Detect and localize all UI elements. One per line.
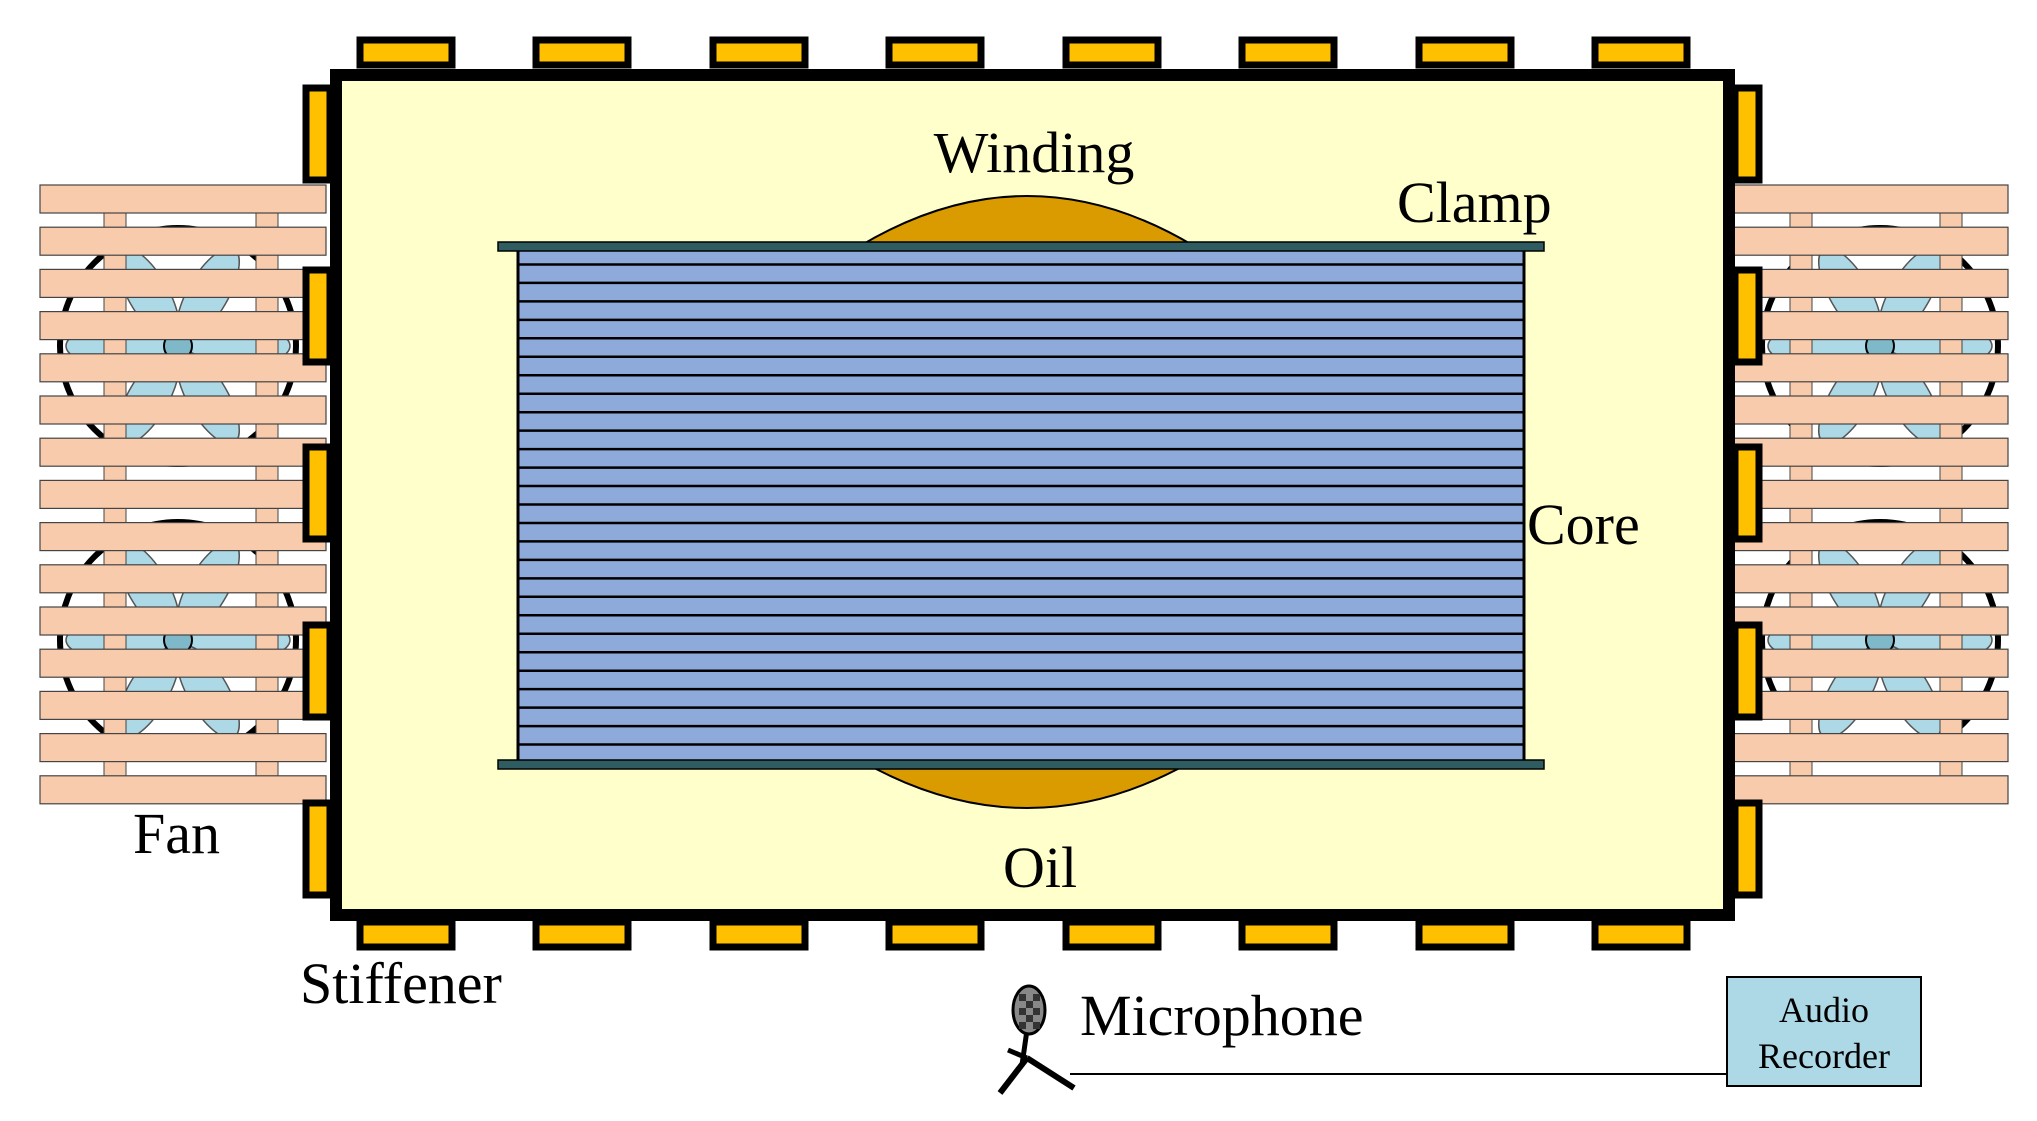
left-radiator xyxy=(39,184,327,805)
audio-recorder-label-line1: Audio xyxy=(1779,990,1869,1030)
radiator-fin xyxy=(39,564,327,594)
radiator-fin xyxy=(1726,226,2009,256)
stiffener-bottom xyxy=(1591,918,1691,951)
oil-label: Oil xyxy=(1003,835,1077,900)
winding-bottom xyxy=(861,762,1193,809)
radiator-fin xyxy=(1726,311,2009,341)
right-radiator xyxy=(1726,184,2009,805)
radiator-fin xyxy=(1726,732,2009,763)
core-label: Core xyxy=(1527,492,1640,557)
stiffener-top xyxy=(885,36,985,69)
stiffener-right xyxy=(1731,266,1763,366)
radiator-fin xyxy=(1726,395,2009,425)
stiffener-top xyxy=(1415,36,1515,69)
tank-stiffeners xyxy=(302,36,1763,951)
radiator-fin xyxy=(39,184,327,214)
stiffener-bottom xyxy=(709,918,809,951)
stiffener-right xyxy=(1731,799,1763,899)
radiator-fin xyxy=(39,395,327,425)
stiffener-left xyxy=(302,266,334,366)
stiffener-bottom xyxy=(532,918,632,951)
radiator-fin xyxy=(39,311,327,341)
winding-label: Winding xyxy=(934,120,1135,185)
audio-recorder: Audio Recorder xyxy=(1726,976,1922,1087)
stiffener-bottom xyxy=(885,918,985,951)
stiffener-top xyxy=(1062,36,1162,69)
stiffener-right xyxy=(1731,621,1763,721)
core-laminations xyxy=(518,263,1524,746)
radiator-fin xyxy=(39,353,327,383)
radiator-fin xyxy=(1726,353,2009,383)
radiator-fin xyxy=(1726,564,2009,594)
radiator-fin xyxy=(39,732,327,763)
radiator-fin xyxy=(39,521,327,552)
left-fan-assembly xyxy=(39,184,327,805)
radiator-fin xyxy=(1726,648,2009,678)
stiffener-bottom xyxy=(1415,918,1515,951)
stiffener-bottom xyxy=(356,918,456,951)
radiator-fin xyxy=(39,648,327,678)
stiffener-right xyxy=(1731,84,1763,184)
microphone-icon xyxy=(997,984,1076,1095)
audio-recorder-box xyxy=(1726,976,1922,1087)
winding-top xyxy=(856,195,1198,247)
microphone-grille-pattern xyxy=(1019,994,1040,1029)
radiator-fin xyxy=(39,226,327,256)
stiffener-bottom xyxy=(1062,918,1162,951)
radiator-fin xyxy=(1726,521,2009,552)
radiator-fin xyxy=(39,437,327,467)
core xyxy=(516,244,1526,765)
stiffener-top xyxy=(1238,36,1338,69)
radiator-fin xyxy=(39,690,327,721)
radiator-fin xyxy=(1726,268,2009,298)
clamp-bottom xyxy=(497,759,1545,770)
stiffener-right xyxy=(1731,443,1763,543)
stiffener-left xyxy=(302,621,334,721)
stiffener-label: Stiffener xyxy=(300,951,502,1016)
clamp-top xyxy=(497,241,1545,252)
stiffener-bottom xyxy=(1238,918,1338,951)
radiator-fin xyxy=(1726,606,2009,636)
clamp-label: Clamp xyxy=(1397,170,1552,235)
fan-label: Fan xyxy=(133,801,220,866)
radiator-fin xyxy=(1726,479,2009,509)
radiator-fin xyxy=(39,775,327,805)
radiator-fin xyxy=(1726,775,2009,805)
radiator-fin xyxy=(1726,690,2009,721)
radiator-fin xyxy=(39,479,327,509)
stiffener-left xyxy=(302,799,334,899)
stiffener-top xyxy=(356,36,456,69)
microphone-label: Microphone xyxy=(1080,983,1364,1048)
stiffener-left xyxy=(302,84,334,184)
radiator-fin xyxy=(1726,437,2009,467)
stiffener-left xyxy=(302,443,334,543)
stiffener-top xyxy=(709,36,809,69)
stiffener-top xyxy=(532,36,632,69)
radiator-fin xyxy=(1726,184,2009,214)
audio-recorder-label-line2: Recorder xyxy=(1758,1036,1890,1076)
right-fan-assembly xyxy=(1726,184,2009,805)
radiator-fin xyxy=(39,268,327,298)
stiffener-top xyxy=(1591,36,1691,69)
radiator-fin xyxy=(39,606,327,636)
